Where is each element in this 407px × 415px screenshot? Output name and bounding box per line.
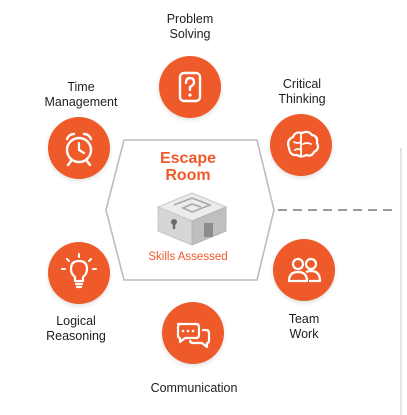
label-logical-reasoning: Logical Reasoning (26, 314, 126, 344)
label-line1: Critical (282, 77, 322, 91)
maze-lock-icon (156, 192, 228, 246)
skill-circle-team-work (273, 239, 335, 301)
skill-circle-communication (162, 302, 224, 364)
label-line1: Logical (56, 314, 96, 328)
brain-icon (287, 130, 320, 158)
question-mark-icon (178, 71, 202, 103)
label-line2: Thinking (278, 92, 326, 106)
alarm-clock-icon (65, 132, 93, 167)
center-subtitle: Skills Assessed (148, 251, 228, 263)
skill-circle-logical-reasoning (48, 242, 110, 304)
label-line1: Time (67, 80, 95, 94)
label-critical-thinking: Critical Thinking (252, 77, 352, 107)
label-line1: Team (288, 312, 320, 326)
center-title-line2: Room (165, 167, 211, 184)
skill-circle-time-management (48, 117, 110, 179)
center-title-line1: Escape (159, 150, 217, 167)
label-line1: Communication (150, 381, 238, 395)
label-line2: Reasoning (46, 329, 106, 343)
label-line1: Problem (166, 12, 214, 26)
label-line2: Work (289, 327, 319, 341)
chat-bubbles-icon (176, 322, 211, 349)
skill-circle-problem-solving (159, 56, 221, 118)
light-bulb-icon (61, 253, 97, 289)
label-line2: Solving (169, 27, 211, 41)
label-team-work: Team Work (254, 312, 354, 342)
label-line2: Management (44, 95, 118, 109)
label-problem-solving: Problem Solving (140, 12, 240, 42)
people-icon (287, 257, 322, 283)
label-time-management: Time Management (31, 80, 131, 110)
skill-circle-critical-thinking (270, 114, 332, 176)
label-communication: Communication (134, 381, 254, 396)
